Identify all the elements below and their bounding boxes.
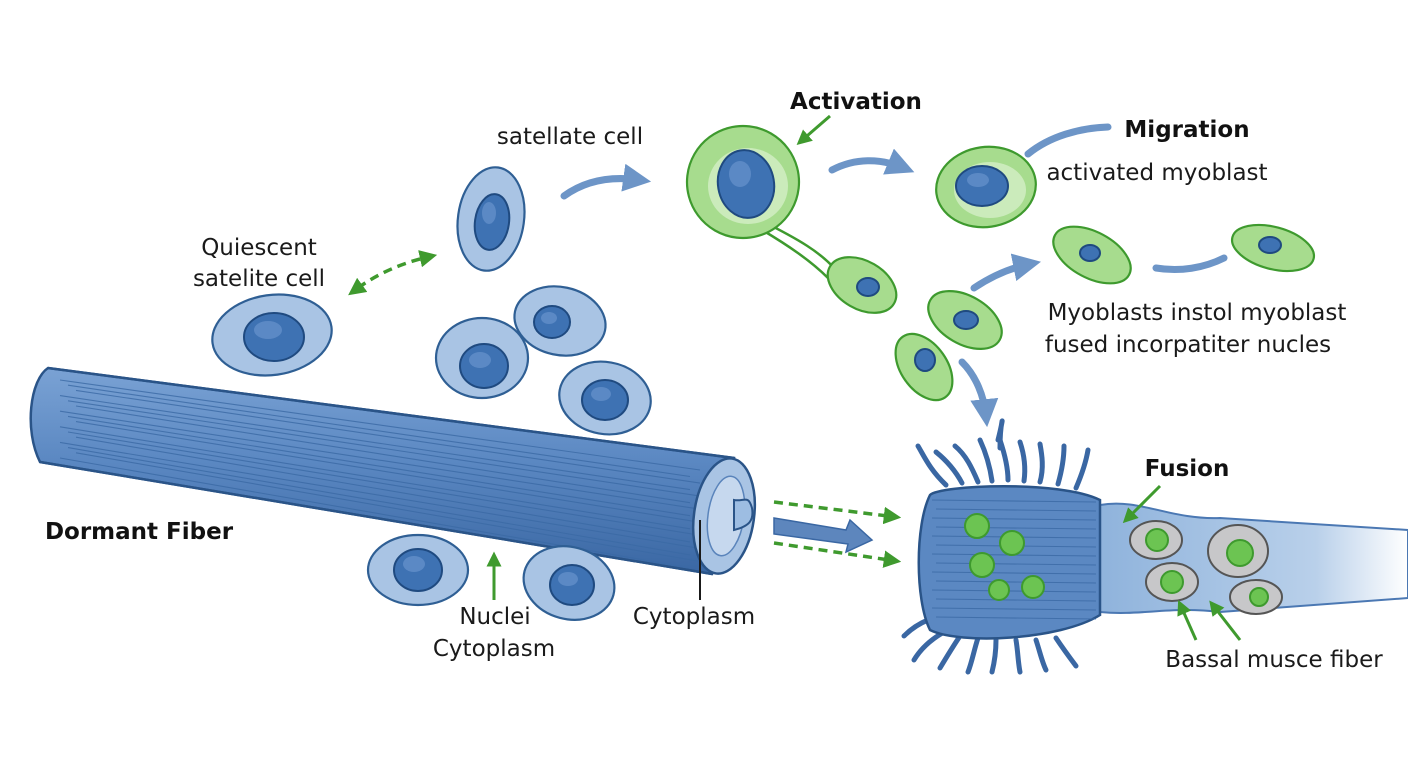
green-dashed-arrow [773, 500, 902, 525]
label-basal-fiber: Bassal musce fiber [1165, 647, 1383, 673]
fiber-cytoplasm-protrusion [733, 498, 754, 532]
fusion-pointer [1122, 484, 1162, 524]
fiber-fibrils [901, 437, 1091, 675]
fiber-striation [75, 452, 701, 563]
fiber-striation [75, 405, 691, 504]
regen-striation [935, 562, 1097, 566]
fiber-striation [59, 395, 691, 491]
regen-striation [931, 607, 1097, 611]
process-arrow [828, 148, 915, 175]
migrating-myoblast [826, 256, 898, 314]
label-satellite-cell: satellate cell [497, 124, 643, 150]
label-quiescent-line1: Quiescent [201, 235, 317, 261]
fiber-striation [67, 400, 701, 497]
label-myoblasts-line1: Myoblasts instol myoblast [1048, 300, 1347, 326]
activation-pointer [796, 114, 831, 145]
regen-striation [931, 517, 1097, 521]
migration-line [1024, 123, 1112, 158]
fiber-striation [59, 426, 691, 530]
label-myoblasts-line2: fused incorpatiter nucles [1045, 332, 1331, 358]
basal-fiber-pointer [1177, 599, 1198, 641]
regen-striation [935, 580, 1097, 584]
fiber-striation [67, 384, 691, 478]
label-cytoplasm-right: Cytoplasm [633, 604, 755, 630]
regen-striation [935, 508, 1097, 512]
dormant-cell [558, 360, 652, 436]
activated-satellite-cell [685, 124, 837, 279]
regen-striation [935, 616, 1097, 620]
fiber-striation [67, 415, 691, 517]
label-cytoplasm-left: Cytoplasm [433, 636, 555, 662]
quiescent-cell [211, 293, 333, 377]
migrating-myoblast [1230, 223, 1316, 273]
dormant-cell [366, 533, 470, 607]
basal-fiber-pointer [1209, 600, 1242, 641]
fiber-striation [75, 421, 701, 523]
regen-striation [931, 589, 1097, 593]
regenerating-fiber [901, 418, 1408, 675]
quiescent-exchange-arrow [348, 250, 438, 296]
dormant-fiber [29, 366, 757, 576]
regen-striation [931, 499, 1097, 503]
dormant-cell [522, 545, 616, 621]
regen-striation [935, 598, 1097, 602]
label-activation: Activation [790, 89, 922, 115]
fiber-striation [59, 379, 701, 471]
transfer-arrow [773, 517, 874, 554]
fused-nuclei [1129, 520, 1283, 615]
process-arrow [958, 358, 999, 428]
label-migration: Migration [1124, 117, 1249, 143]
activated-myoblast [935, 145, 1037, 229]
process-arrow [560, 163, 652, 200]
label-activated-myoblast: activated myoblast [1046, 160, 1267, 186]
migrating-myoblast [927, 290, 1003, 350]
fiber-striation [59, 441, 701, 549]
fiber-striation [67, 431, 701, 536]
migrating-myoblast [1052, 225, 1132, 285]
fiber-striation [59, 410, 701, 510]
label-dormant-fiber: Dormant Fiber [45, 519, 234, 545]
label-fusion: Fusion [1145, 456, 1230, 482]
green-dashed-arrow [773, 541, 902, 568]
label-quiescent-line2: satelite cell [193, 266, 325, 292]
dormant-cell [434, 316, 530, 400]
fiber-striation [67, 447, 691, 556]
dormant-cell-cluster [366, 285, 652, 621]
fiber-striations [59, 379, 701, 569]
fiber-striation [75, 436, 691, 543]
regen-striation [935, 526, 1097, 530]
migrating-myoblast [894, 332, 954, 402]
fiber-striation [75, 389, 701, 484]
fusing-nuclei [964, 513, 1045, 601]
label-nuclei: Nuclei [459, 604, 530, 630]
satellite-cell-top [456, 166, 526, 272]
regen-striation [931, 571, 1097, 575]
dormant-cell [513, 285, 607, 357]
process-arrow [970, 253, 1041, 292]
migration-line [1152, 254, 1228, 274]
